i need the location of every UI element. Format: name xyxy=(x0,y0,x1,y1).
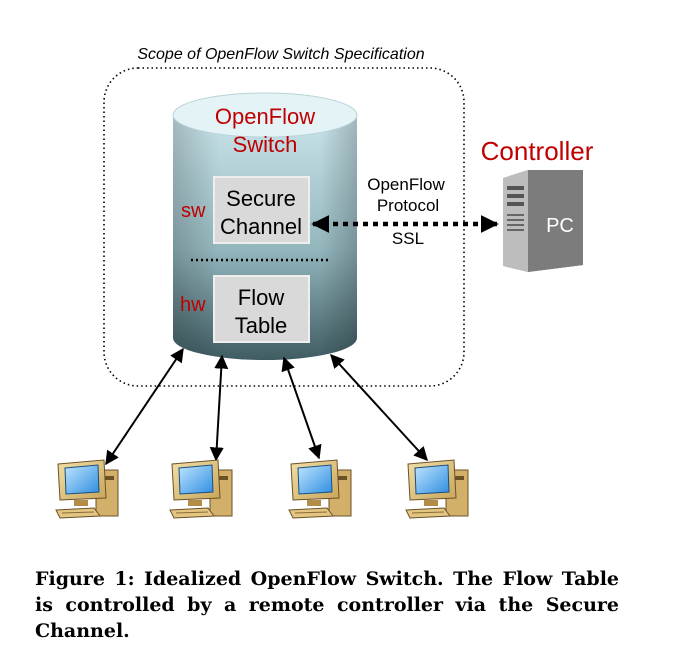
hosts-group xyxy=(55,459,469,519)
flow-table-line1: Flow xyxy=(238,285,285,310)
secure-channel-box xyxy=(213,176,310,244)
host-computer-icon xyxy=(169,459,233,519)
host-computer-icon xyxy=(405,459,469,519)
host-computer-icon xyxy=(288,459,352,519)
figure-caption: Figure 1: Idealized OpenFlow Switch. The… xyxy=(35,568,619,642)
host-link-1 xyxy=(105,347,184,466)
switch-title-line2: Switch xyxy=(233,132,298,157)
host-computer-icon xyxy=(55,459,119,519)
switch-title-line1: OpenFlow xyxy=(215,104,315,129)
controller-title: Controller xyxy=(481,136,594,166)
controller-pc-icon xyxy=(503,170,583,272)
host-link-2 xyxy=(209,354,229,462)
secure-channel-line1: Secure xyxy=(226,186,296,211)
protocol-line1: OpenFlow xyxy=(367,175,445,194)
flow-table-box xyxy=(213,275,310,343)
host-link-3 xyxy=(281,356,322,460)
protocol-line2: Protocol xyxy=(377,196,439,215)
host-links xyxy=(105,347,428,466)
secure-channel-line2: Channel xyxy=(220,214,302,239)
hw-label: hw xyxy=(180,294,206,316)
scope-label: Scope of OpenFlow Switch Specification xyxy=(137,46,424,63)
flow-table-line2: Table xyxy=(235,313,288,338)
protocol-line3: SSL xyxy=(392,229,424,248)
controller-pc-label: PC xyxy=(546,215,574,237)
host-link-4 xyxy=(330,353,428,462)
sw-label: sw xyxy=(181,200,206,222)
